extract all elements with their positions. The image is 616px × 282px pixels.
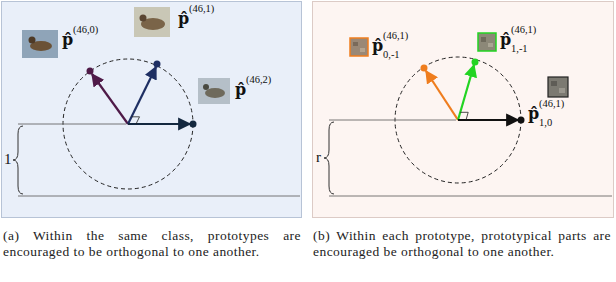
superscript-index: (46,2) <box>246 75 271 86</box>
vector-symbol: p̂ <box>235 82 246 98</box>
caption: (b) Within each prototype, prototypical … <box>313 228 611 259</box>
caption: (a) Within the same class, prototypes ar… <box>3 228 301 259</box>
prototype-vector <box>92 74 128 124</box>
radius-guide <box>18 196 300 197</box>
part-vector <box>458 119 518 121</box>
panel-ground <box>313 2 614 218</box>
vector-tip <box>472 59 479 66</box>
subscript-index: 1,0 <box>539 118 552 129</box>
subscript-index: 0,-1 <box>383 50 400 61</box>
subscript-index: 1,-1 <box>511 44 528 55</box>
part-patch <box>548 77 568 97</box>
vector-symbol: p̂ <box>500 32 511 48</box>
prototype-vector <box>128 123 190 125</box>
panel-ground <box>2 2 302 218</box>
duck-photo <box>22 30 58 58</box>
right-angle-mark <box>132 117 140 124</box>
radius-guide <box>18 124 126 125</box>
duck-photo <box>134 7 170 37</box>
radius-guide <box>329 120 456 121</box>
vector-tip <box>190 121 197 128</box>
radius-guide <box>329 196 612 197</box>
vector-symbol: p̂ <box>178 11 189 27</box>
superscript-index: (46,1) <box>511 25 536 36</box>
superscript-index: (46,1) <box>539 99 564 110</box>
duck-photo <box>198 78 230 104</box>
part-vector <box>426 71 458 120</box>
vector-tip <box>421 65 428 72</box>
prototype-vector <box>128 67 156 124</box>
vector-symbol: p̂ <box>62 32 73 48</box>
brace <box>13 126 23 194</box>
radius-label: 1 <box>4 152 12 167</box>
part-vector <box>458 65 474 120</box>
vector-tip <box>87 68 94 75</box>
brace <box>324 122 334 194</box>
part-patch <box>350 38 368 56</box>
part-patch <box>478 33 496 51</box>
vector-tip <box>518 117 525 124</box>
radius-label: r <box>316 150 321 165</box>
superscript-index: (46,0) <box>73 25 98 36</box>
vector-symbol: p̂ <box>372 38 383 54</box>
vector-symbol: p̂ <box>528 106 539 122</box>
superscript-index: (46,1) <box>383 31 408 42</box>
right-angle-mark <box>460 112 468 120</box>
superscript-index: (46,1) <box>189 4 214 15</box>
vector-tip <box>154 61 161 68</box>
